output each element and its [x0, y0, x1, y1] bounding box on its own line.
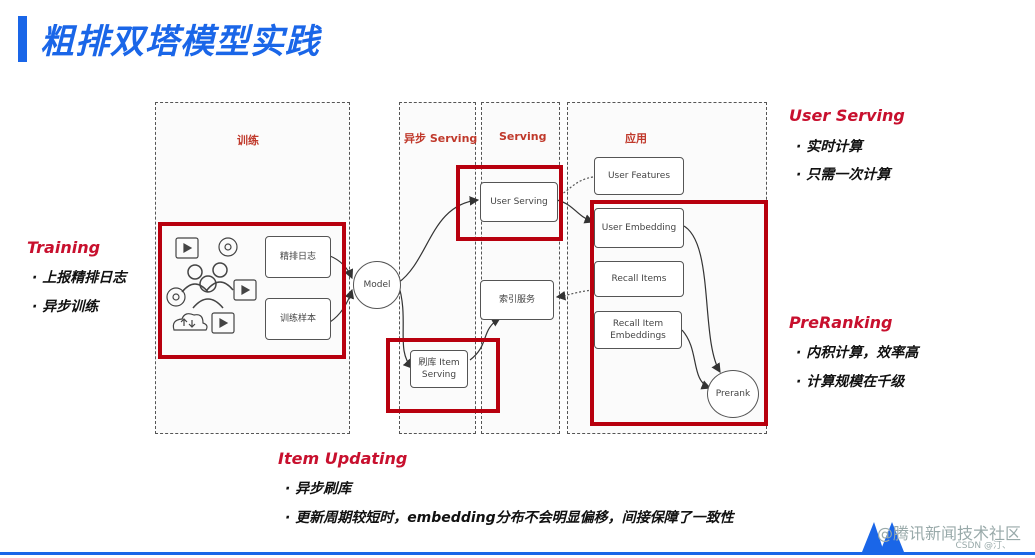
- watermark-sub-text: CSDN @汀、: [955, 541, 1011, 551]
- refresh-item-node: 刷库 Item Serving: [410, 350, 468, 388]
- async-serving-column-label: 异步 Serving: [404, 132, 478, 145]
- training-bullet-1: · 上报精排日志: [32, 270, 127, 286]
- cloud-icon: [172, 313, 208, 331]
- user-serving-bullet-2: · 只需一次计算: [796, 167, 891, 183]
- prerank-node: Prerank: [707, 370, 759, 418]
- recall-items-node: Recall Items: [594, 261, 684, 297]
- brand-logo-icon: [862, 522, 904, 552]
- user-embedding-node: User Embedding: [594, 208, 684, 248]
- train-column-label: 训练: [237, 134, 259, 147]
- application-column-label: 应用: [625, 132, 647, 145]
- users-icon: [181, 262, 234, 309]
- disc-icon-2: [166, 287, 186, 307]
- recall-item-embeddings-node: Recall Item Embeddings: [594, 311, 682, 349]
- watermark-text: @腾讯新闻技术社区: [876, 524, 1021, 543]
- preranking-bullet-2: · 计算规模在千级: [796, 374, 905, 390]
- item-updating-title: Item Updating: [278, 449, 408, 468]
- video-icon-3: [211, 312, 235, 334]
- title-accent-bar: [18, 16, 27, 62]
- user-features-node: User Features: [594, 157, 684, 195]
- preranking-highlight: [590, 200, 768, 426]
- page-title: 粗排双塔模型实践: [40, 22, 320, 62]
- video-icon: [175, 237, 199, 259]
- item-updating-bullet-2: · 更新周期较短时，embedding分布不会明显偏移，间接保障了一致性: [285, 510, 734, 526]
- disc-icon: [218, 237, 238, 257]
- user-serving-bullet-1: · 实时计算: [796, 139, 863, 155]
- user-serving-title: User Serving: [789, 106, 905, 125]
- preranking-title: PreRanking: [789, 313, 893, 332]
- index-service-node: 索引服务: [480, 280, 554, 320]
- training-bullet-2: · 异步训练: [32, 299, 99, 315]
- train-sample-node: 训练样本: [265, 298, 331, 340]
- serving-column-label: Serving: [499, 130, 547, 143]
- training-title: Training: [27, 238, 101, 257]
- training-highlight: [158, 222, 346, 359]
- preranking-bullet-1: · 内积计算，效率高: [796, 345, 919, 361]
- video-icon-2: [233, 279, 257, 301]
- footer-line: [0, 552, 1035, 555]
- model-node: Model: [353, 261, 401, 309]
- serving-column: [481, 102, 560, 434]
- item-updating-bullet-1: · 异步刷库: [285, 481, 352, 497]
- fine-log-node: 精排日志: [265, 236, 331, 278]
- item-updating-highlight: [386, 338, 500, 413]
- user-serving-highlight: [456, 165, 563, 241]
- user-serving-node: User Serving: [480, 182, 558, 222]
